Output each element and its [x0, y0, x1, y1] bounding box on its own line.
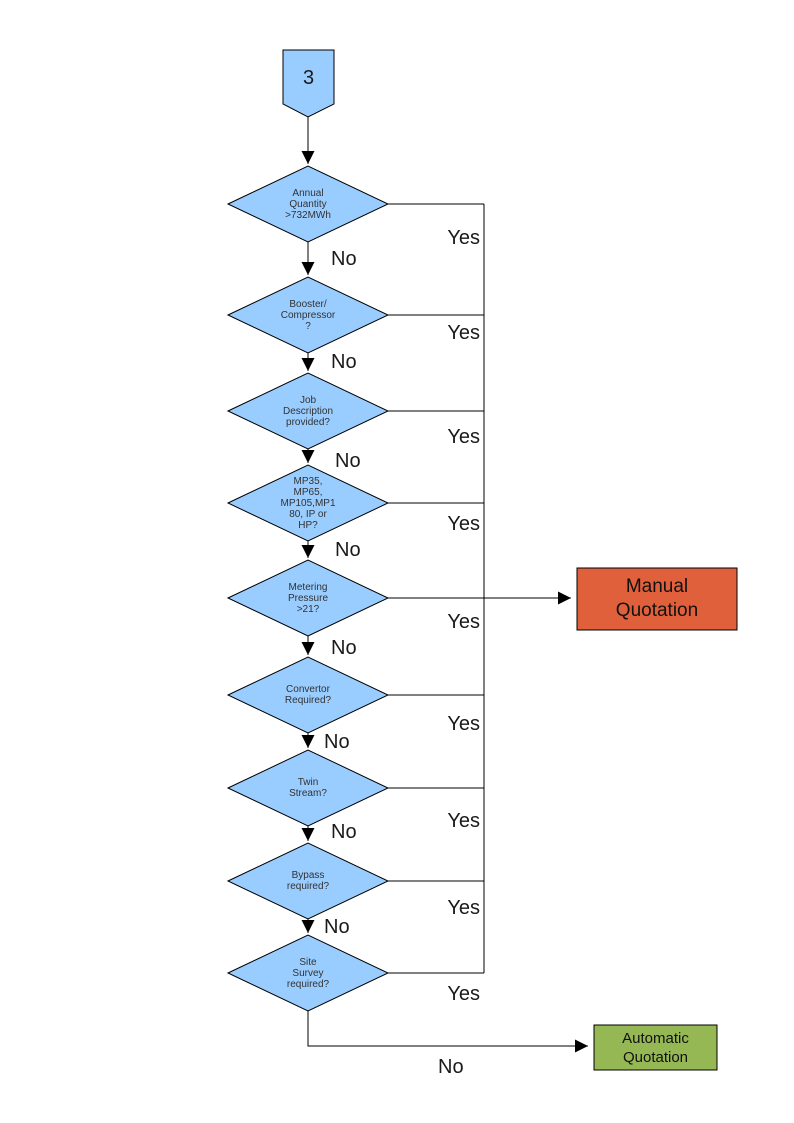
offpage-connector-shape	[282, 49, 335, 118]
manual-quotation-box	[576, 567, 738, 631]
no-label-3: No	[335, 450, 361, 472]
decision-convertor-shape	[226, 656, 390, 734]
yes-label-1: Yes	[447, 227, 480, 249]
yes-label-2: Yes	[447, 322, 480, 344]
decision-twin-stream-label: Twin Stream?	[289, 777, 327, 799]
decision-annual-quantity-shape	[226, 165, 390, 243]
offpage-connector-label: 3	[302, 66, 315, 89]
no-label-6: No	[324, 731, 350, 753]
yes-label-5: Yes	[447, 611, 480, 633]
decision-bypass-label: Bypass required?	[286, 870, 330, 892]
yes-label-6: Yes	[447, 713, 480, 735]
decision-job-description-shape	[226, 372, 390, 450]
automatic-quotation-box	[593, 1024, 718, 1071]
decision-bypass-shape	[226, 842, 390, 920]
decision-site-survey-shape	[226, 934, 390, 1012]
decision-annual-quantity-label: Annual Quantity >732MWh	[285, 187, 331, 221]
yes-label-7: Yes	[447, 810, 480, 832]
decision-booster-compressor-shape	[226, 276, 390, 354]
decision-convertor-label: Convertor Required?	[284, 684, 332, 706]
automatic-quotation-label: Automatic Quotation	[622, 1029, 689, 1066]
yes-label-4: Yes	[447, 513, 480, 535]
decision-meter-type-shape	[226, 464, 390, 542]
edges	[301, 117, 588, 1053]
decision-site-survey-label: Site Survey required?	[286, 956, 330, 990]
edge-no-9-to-automatic	[307, 1011, 588, 1053]
no-label-2: No	[331, 351, 357, 373]
decision-shapes	[226, 165, 390, 1012]
yes-label-3: Yes	[447, 426, 480, 448]
no-label-4: No	[335, 539, 361, 561]
decision-metering-pressure-label: Metering Pressure >21?	[287, 581, 328, 615]
yes-label-9: Yes	[447, 983, 480, 1005]
decision-metering-pressure-shape	[226, 559, 390, 637]
no-label-9: No	[438, 1056, 464, 1078]
manual-quotation-label: Manual Quotation	[615, 576, 699, 621]
no-label-7: No	[331, 821, 357, 843]
decision-booster-compressor-label: Booster/ Compressor ?	[280, 298, 336, 332]
no-label-1: No	[331, 248, 357, 270]
decision-meter-type-label: MP35, MP65, MP105,MP1 80, IP or HP?	[280, 475, 336, 531]
no-label-5: No	[331, 637, 357, 659]
yes-label-8: Yes	[447, 897, 480, 919]
decision-job-description-label: Job Description provided?	[282, 394, 334, 428]
decision-twin-stream-shape	[226, 749, 390, 827]
no-label-8: No	[324, 916, 350, 938]
